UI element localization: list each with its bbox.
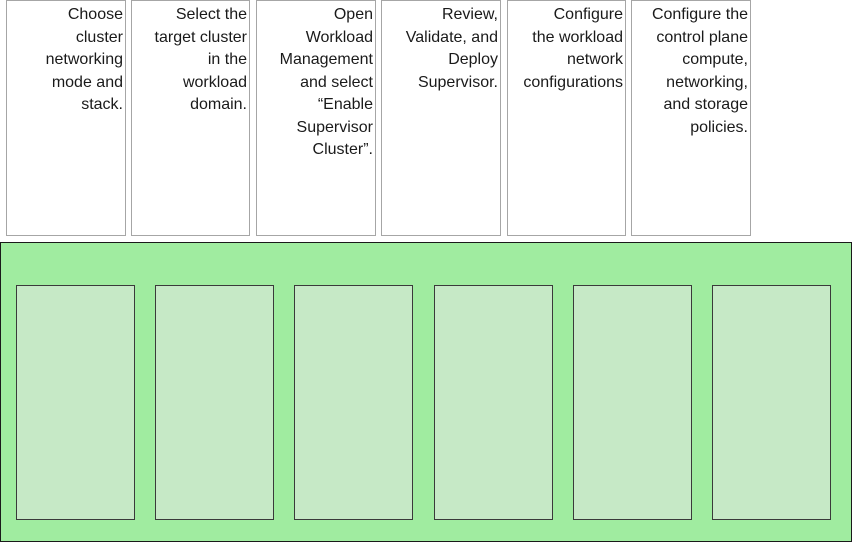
drop-slot-1[interactable] — [16, 285, 135, 520]
drop-slot-6[interactable] — [712, 285, 831, 520]
step-card-enable-supervisor[interactable]: Open Workload Management and select “Ena… — [256, 0, 376, 236]
drop-slot-4[interactable] — [434, 285, 553, 520]
drop-slot-3[interactable] — [294, 285, 413, 520]
step-card-workload-network[interactable]: Configure the workload network configura… — [507, 0, 626, 236]
step-card-review-deploy[interactable]: Review, Validate, and Deploy Supervisor. — [381, 0, 501, 236]
step-card-select-cluster[interactable]: Select the target cluster in the workloa… — [131, 0, 250, 236]
step-card-control-plane[interactable]: Configure the control plane compute, net… — [631, 0, 751, 236]
step-card-choose-networking[interactable]: Choose cluster networking mode and stack… — [6, 0, 126, 236]
drop-slot-5[interactable] — [573, 285, 692, 520]
drop-slot-2[interactable] — [155, 285, 274, 520]
answer-drop-area — [0, 242, 852, 542]
